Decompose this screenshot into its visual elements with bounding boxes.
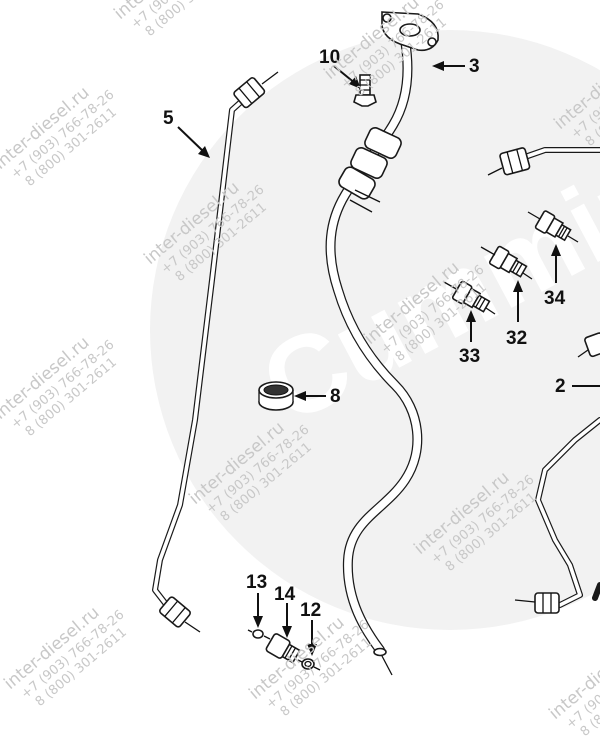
callout-34: 34: [544, 288, 566, 309]
callout-10: 10: [319, 47, 340, 68]
leader-5: [177, 126, 205, 153]
leader-lines: [177, 61, 600, 656]
washer-13: [247, 629, 271, 640]
pipe-2: [514, 332, 600, 614]
ring-8: [258, 381, 294, 411]
watermark-stamp: inter-diesel.ru+7 (903) 766-78-268 (800)…: [0, 603, 129, 710]
plug-14: [265, 633, 301, 664]
callout-12: 12: [300, 600, 321, 621]
bolt-10: [353, 74, 377, 107]
callout-3: 3: [469, 56, 480, 77]
fitting-34: [527, 210, 579, 243]
watermark-stamp: inter-diesel.ru+7 (903) 766-78-268 (800)…: [545, 633, 600, 738]
watermark-stamp: inter-diesel.ru+7 (903) 766-78-268 (800)…: [0, 333, 120, 440]
pipe-5: [152, 71, 279, 633]
fitting-32: [480, 245, 533, 280]
callout-33: 33: [459, 346, 480, 367]
callouts: 3 10 5 8 34 32 33 2 13 14 12: [163, 47, 566, 621]
pipe-3: [325, 11, 439, 676]
cummins-logo-watermark: Cummins: [150, 30, 600, 630]
callout-32: 32: [506, 328, 527, 349]
callout-8: 8: [330, 386, 341, 407]
pipe-top-right: [487, 147, 600, 176]
watermark-stamp: inter-diesel.ru+7 (903) 766-78-268 (800)…: [0, 83, 120, 190]
callout-5: 5: [163, 108, 174, 129]
callout-14: 14: [274, 584, 296, 605]
fitting-33: [443, 280, 496, 315]
callout-2: 2: [555, 376, 566, 397]
callout-13: 13: [246, 572, 267, 593]
washer-12: [297, 658, 321, 671]
watermark-stamp: inter-diesel.ru+7 (903) 766-78-268 (800)…: [110, 0, 239, 40]
